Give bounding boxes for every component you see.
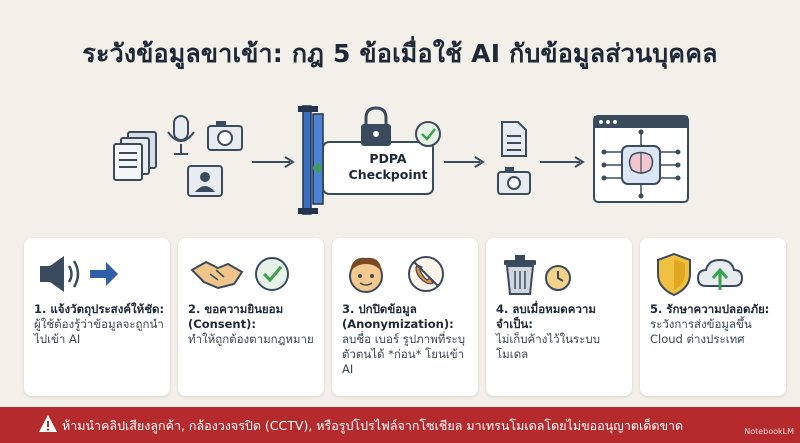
rule-card-text: 1. แจ้งวัตถุประสงค์ให้ชัด: ผู้ใช้ต้องรู้… <box>34 302 166 347</box>
face-icon <box>349 257 383 293</box>
watermark: NotebookLM <box>744 427 794 436</box>
documents-icon <box>113 131 157 181</box>
lock-icon <box>361 106 391 146</box>
rule-title: 2. ขอความยินยอม (Consent): <box>188 302 284 331</box>
flow-arrow-icon <box>444 156 485 168</box>
camera-icon <box>497 167 531 195</box>
handshake-icon <box>190 260 244 290</box>
rule-card-1: 1. แจ้งวัตถุประสงค์ให้ชัด: ผู้ใช้ต้องรู้… <box>24 238 170 396</box>
document-icon <box>501 121 527 157</box>
rule-card-5: 5. รักษาความปลอดภัย: ระวังการส่งข้อมูลขึ… <box>640 238 786 396</box>
speaker-icon <box>40 256 80 292</box>
rule-card-text: 5. รักษาความปลอดภัย: ระวังการส่งข้อมูลขึ… <box>650 302 782 347</box>
rule-title: 3. ปกปิดข้อมูล (Anonymization): <box>342 302 454 331</box>
rule-title: 5. รักษาความปลอดภัย: <box>650 302 770 316</box>
clock-icon <box>545 265 571 291</box>
rule-card-2: 2. ขอความยินยอม (Consent): ทำให้ถูกต้องต… <box>178 238 324 396</box>
shield-icon <box>657 252 691 297</box>
cloud-upload-icon <box>696 258 744 290</box>
rule-title: 4. ลบเมื่อหมดความจำเป็น: <box>496 302 596 331</box>
no-phone-icon <box>408 256 444 292</box>
rule-title: 1. แจ้งวัตถุประสงค์ให้ชัด: <box>34 302 165 316</box>
id-card-icon <box>187 165 223 197</box>
ai-model-icon <box>593 115 689 203</box>
checkpoint-label: PDPA Checkpoint <box>338 151 438 183</box>
rule-body: ลบชื่อ เบอร์ รูปภาพที่ระบุตัวตนได้ *ก่อน… <box>342 332 466 376</box>
trash-icon <box>504 255 536 295</box>
arrow-right-icon <box>90 262 118 286</box>
camera-icon <box>207 121 243 151</box>
warning-banner: ห้ามนำคลิปเสียงลูกค้า, กล้องวงจรปิด (CCT… <box>0 407 800 443</box>
rule-card-4: 4. ลบเมื่อหมดความจำเป็น: ไม่เก็บค้างไว้ใ… <box>486 238 632 396</box>
warning-icon <box>39 415 57 432</box>
page-title: ระวังข้อมูลขาเข้า: กฎ 5 ข้อเมื่อใช้ AI ก… <box>82 39 718 68</box>
flow-arrow-icon <box>540 156 585 168</box>
warning-text: ห้ามนำคลิปเสียงลูกค้า, กล้องวงจรปิด (CCT… <box>62 418 684 433</box>
rule-body: ไม่เก็บค้างไว้ในระบบโมเดล <box>496 332 600 361</box>
checkpoint-line1: PDPA <box>369 151 407 166</box>
microphone-icon <box>167 115 195 155</box>
rule-card-text: 2. ขอความยินยอม (Consent): ทำให้ถูกต้องต… <box>188 302 320 347</box>
rule-body: ทำให้ถูกต้องตามกฎหมาย <box>188 332 314 346</box>
checkmark-icon <box>255 257 289 291</box>
rule-card-3: 3. ปกปิดข้อมูล (Anonymization): ลบชื่อ เ… <box>332 238 478 396</box>
flow-arrow-icon <box>252 156 295 168</box>
data-flow-diagram <box>0 100 800 220</box>
rule-card-text: 4. ลบเมื่อหมดความจำเป็น: ไม่เก็บค้างไว้ใ… <box>496 302 628 362</box>
gate-icon <box>298 105 324 215</box>
rule-card-text: 3. ปกปิดข้อมูล (Anonymization): ลบชื่อ เ… <box>342 302 474 377</box>
checkpoint-line2: Checkpoint <box>348 167 428 182</box>
rule-body: ระวังการส่งข้อมูลขึ้น Cloud ต่างประเทศ <box>650 317 752 346</box>
rule-body: ผู้ใช้ต้องรู้ว่าข้อมูลจะถูกนำไปเข้า AI <box>34 317 164 346</box>
check-circle-icon <box>415 121 441 147</box>
